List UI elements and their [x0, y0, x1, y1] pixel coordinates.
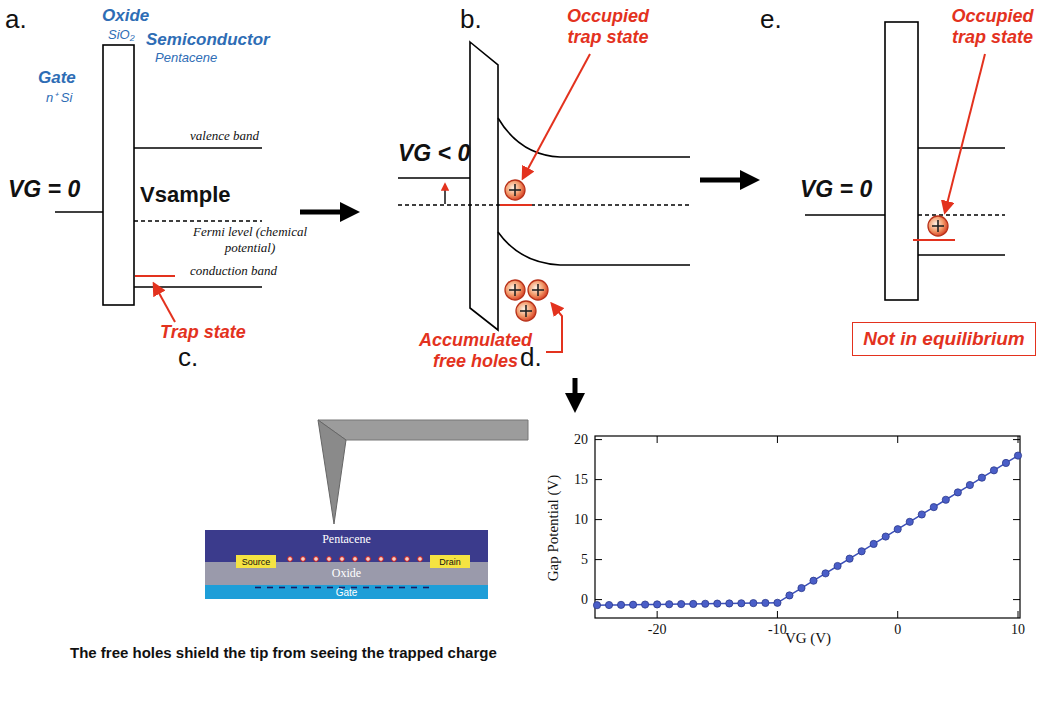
axis-title: VG (V) — [785, 630, 831, 647]
callout-label: Trap state — [160, 322, 246, 343]
hole-symbol — [516, 301, 536, 321]
panel-letter: a. — [5, 4, 27, 35]
layer-material: Pentacene — [155, 50, 217, 65]
panel-letter: d. — [520, 342, 542, 373]
status-box: Not in equilibrium — [852, 322, 1036, 356]
tick-label: 10 — [574, 512, 588, 528]
layer-name: Gate — [38, 68, 76, 88]
layer-name: Semiconductor — [146, 30, 270, 50]
band-label: valence band — [190, 128, 259, 144]
gate-layer: Gate — [205, 585, 488, 599]
axis-title: Gap Potential (V) — [545, 475, 562, 582]
band-label: Fermi level (chemical potential) — [185, 224, 315, 256]
hole-symbols — [505, 180, 948, 321]
callout-label: Occupied trap state — [940, 6, 1045, 48]
tick-label: -20 — [648, 622, 667, 638]
tick-label: 0 — [894, 622, 901, 638]
tick-label: 20 — [574, 432, 588, 448]
source-electrode: Source — [236, 555, 276, 568]
layer-name: Oxide — [102, 6, 149, 26]
caption: The free holes shield the tip from seein… — [70, 644, 497, 661]
gate-voltage: VG = 0 — [8, 176, 80, 203]
panel-letter: c. — [178, 342, 198, 373]
node-text: Source — [242, 557, 271, 567]
step-arrow — [573, 378, 578, 405]
panel-letter: e. — [760, 4, 782, 35]
callout-label: Occupied trap state — [548, 6, 668, 48]
hole-symbol — [505, 180, 525, 200]
band-label: conduction band — [190, 263, 277, 279]
tick-label: 5 — [581, 552, 588, 568]
sample-voltage: Vsample — [140, 182, 231, 208]
hole-symbol — [928, 216, 948, 236]
tick-label: -10 — [768, 622, 787, 638]
hole-symbol — [528, 280, 548, 300]
hole-symbol — [505, 280, 525, 300]
tick-label: 10 — [1011, 622, 1025, 638]
panel-a — [55, 45, 262, 322]
drain-electrode: Drain — [430, 555, 470, 568]
cantilever — [318, 420, 528, 524]
layer-material: n⁺ Si — [46, 88, 72, 106]
node-text: Oxide — [332, 566, 361, 581]
step-arrow — [300, 210, 352, 215]
tick-label: 0 — [581, 592, 588, 608]
tick-label: 15 — [574, 472, 588, 488]
gap-potential-chart — [593, 436, 1021, 618]
node-text: Pentacene — [322, 532, 371, 547]
node-text: Drain — [439, 557, 461, 567]
panel-b — [398, 42, 690, 352]
node-text: Not in equilibrium — [863, 328, 1025, 350]
gate-voltage: VG < 0 — [398, 140, 470, 167]
panel-letter: b. — [460, 4, 482, 35]
panel-e — [805, 22, 1005, 300]
node-text: Gate — [336, 587, 358, 598]
step-arrow — [700, 178, 752, 183]
layer-material: SiO₂ — [108, 27, 135, 42]
gate-voltage: VG = 0 — [800, 176, 872, 203]
